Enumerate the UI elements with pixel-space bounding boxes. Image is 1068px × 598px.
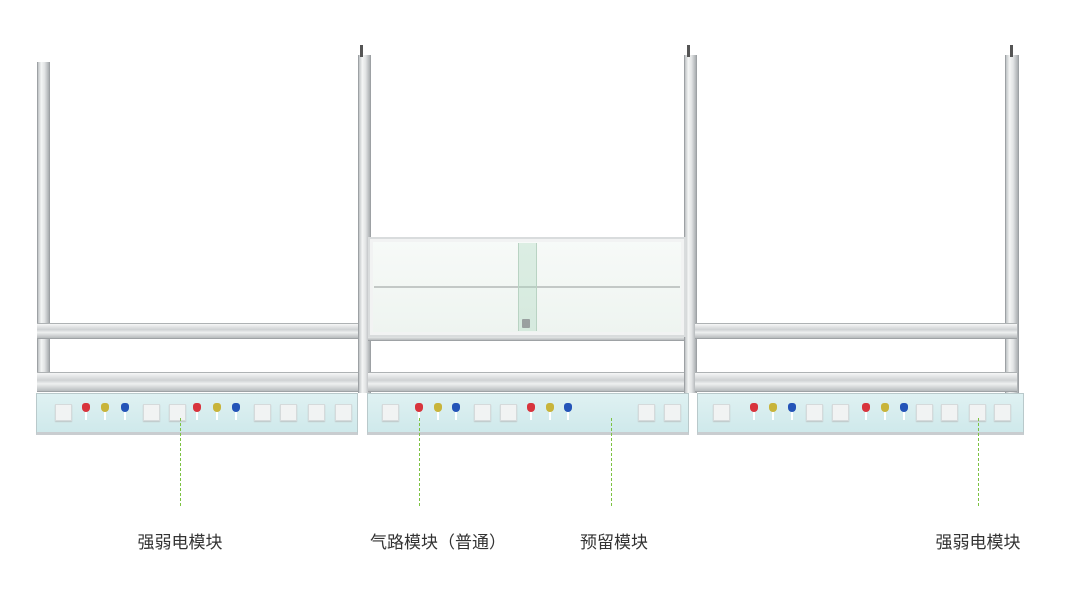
middle-module-panel [367,393,689,435]
power-socket-icon[interactable] [474,404,491,421]
gas-valve-red-icon[interactable] [193,403,201,420]
gas-valve-red-icon[interactable] [415,403,423,420]
post-cap [360,45,363,57]
cabinet-shelf [374,286,680,288]
upper-rail-right [695,323,1017,339]
label-power-module-right: 强弱电模块 [935,533,1021,553]
gas-valve-blue-icon[interactable] [900,403,908,420]
gas-valve-blue-icon[interactable] [788,403,796,420]
gas-valve-blue-icon[interactable] [452,403,460,420]
power-socket-icon[interactable] [806,404,823,421]
gas-valve-blue-icon[interactable] [564,403,572,420]
gas-valve-red-icon[interactable] [750,403,758,420]
label-reserved-module: 预留模块 [580,533,648,553]
gas-valve-yellow-icon[interactable] [881,403,889,420]
gas-valve-yellow-icon[interactable] [101,403,109,420]
power-socket-icon[interactable] [308,404,325,421]
power-socket-icon[interactable] [994,404,1011,421]
power-socket-icon[interactable] [941,404,958,421]
sliding-glass-door-overlap[interactable] [518,243,537,331]
gas-valve-yellow-icon[interactable] [546,403,554,420]
leader-line [978,418,979,506]
power-socket-icon[interactable] [916,404,933,421]
lower-rail-center [368,372,684,392]
post-cap [1010,45,1013,57]
power-socket-icon[interactable] [254,404,271,421]
power-socket-icon[interactable] [55,404,72,421]
frame-post-right [1005,55,1019,393]
gas-valve-red-icon[interactable] [527,403,535,420]
power-socket-icon[interactable] [382,404,399,421]
right-module-panel [697,393,1024,435]
post-cap [687,45,690,57]
gas-valve-red-icon[interactable] [862,403,870,420]
power-socket-icon[interactable] [969,404,986,421]
leader-line [180,418,181,506]
power-socket-icon[interactable] [832,404,849,421]
leader-line [419,418,420,506]
gas-valve-yellow-icon[interactable] [769,403,777,420]
cabinet-lock-icon[interactable] [522,319,530,328]
power-socket-icon[interactable] [664,404,681,421]
gas-valve-yellow-icon[interactable] [213,403,221,420]
power-socket-icon[interactable] [169,404,186,421]
frame-post-center-left [358,55,371,393]
frame-post-center-right [684,55,697,393]
label-gas-module: 气路模块（普通） [370,533,506,553]
gas-valve-yellow-icon[interactable] [434,403,442,420]
power-socket-icon[interactable] [638,404,655,421]
frame-post-left [37,62,50,392]
leader-line [611,418,612,506]
gas-valve-blue-icon[interactable] [121,403,129,420]
power-socket-icon[interactable] [500,404,517,421]
power-socket-icon[interactable] [713,404,730,421]
lower-rail-left [37,372,358,392]
lower-rail-right [695,372,1017,392]
left-module-panel [36,393,358,435]
power-socket-icon[interactable] [143,404,160,421]
gas-valve-red-icon[interactable] [82,403,90,420]
glass-wall-cabinet [368,237,686,337]
power-socket-icon[interactable] [335,404,352,421]
label-power-module: 强弱电模块 [137,533,223,553]
power-socket-icon[interactable] [280,404,297,421]
gas-valve-blue-icon[interactable] [232,403,240,420]
upper-rail-left [37,323,358,339]
